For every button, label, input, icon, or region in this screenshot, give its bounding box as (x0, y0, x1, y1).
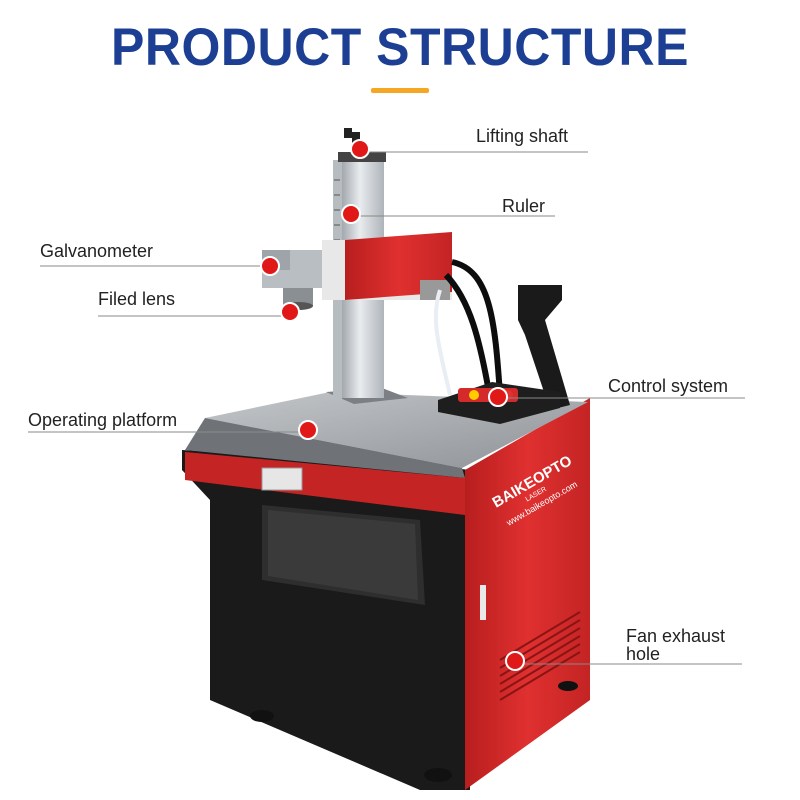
cables (443, 259, 503, 399)
label-galvanometer: Galvanometer (40, 241, 154, 261)
marker-control-system (488, 387, 508, 407)
marker-ruler (341, 204, 361, 224)
marker-operating-platform (298, 420, 318, 440)
label-ruler: Ruler (502, 196, 546, 216)
label-lifting-shaft: Lifting shaft (476, 126, 569, 146)
title-underline (371, 88, 429, 93)
label-fan-exhaust-hole-line2: hole (626, 644, 661, 664)
page-title: PRODUCT STRUCTURE (111, 17, 689, 77)
marker-galvanometer (260, 256, 280, 276)
laser-head (262, 232, 452, 310)
marker-fan-exhaust-hole (505, 651, 525, 671)
cabinet (182, 398, 590, 790)
label-operating-platform: Operating platform (28, 410, 178, 430)
marker-lifting-shaft (350, 139, 370, 159)
monitor-stand (518, 285, 570, 410)
callout-lines (28, 151, 745, 665)
label-filed-lens: Filed lens (98, 289, 176, 309)
marker-filed-lens (280, 302, 300, 322)
operating-platform (185, 392, 588, 515)
label-control-system: Control system (608, 376, 729, 396)
label-fan-exhaust-hole-line1: Fan exhaust (626, 626, 726, 646)
